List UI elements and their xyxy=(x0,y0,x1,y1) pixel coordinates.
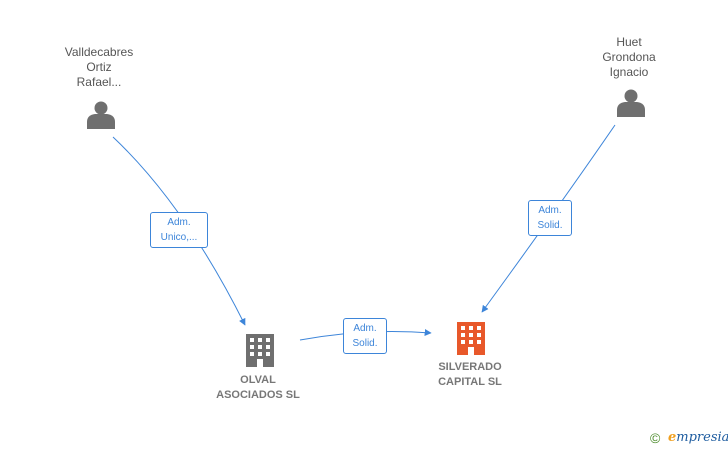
person-name-huet[interactable]: Huet Grondona Ignacio xyxy=(602,35,656,79)
empresia-logo[interactable]: empresia xyxy=(668,430,728,445)
edge-label-olval-silverado[interactable]: Adm. Solid. xyxy=(343,318,387,354)
person-name-valldecabres[interactable]: Valldecabres Ortiz Rafael... xyxy=(64,45,134,89)
edge-label-huet-silverado[interactable]: Adm. Solid. xyxy=(528,200,572,236)
copyright-icon: © xyxy=(650,430,661,446)
company-name-silverado[interactable]: SILVERADO CAPITAL SL xyxy=(438,361,502,388)
building-icon[interactable] xyxy=(246,334,274,367)
person-icon[interactable] xyxy=(617,89,645,118)
edge-label-valldecabres-olval[interactable]: Adm. Unico,... xyxy=(150,212,208,248)
person-icon[interactable] xyxy=(87,101,115,130)
building-icon[interactable] xyxy=(457,322,485,355)
company-name-olval[interactable]: OLVAL ASOCIADOS SL xyxy=(216,374,300,401)
